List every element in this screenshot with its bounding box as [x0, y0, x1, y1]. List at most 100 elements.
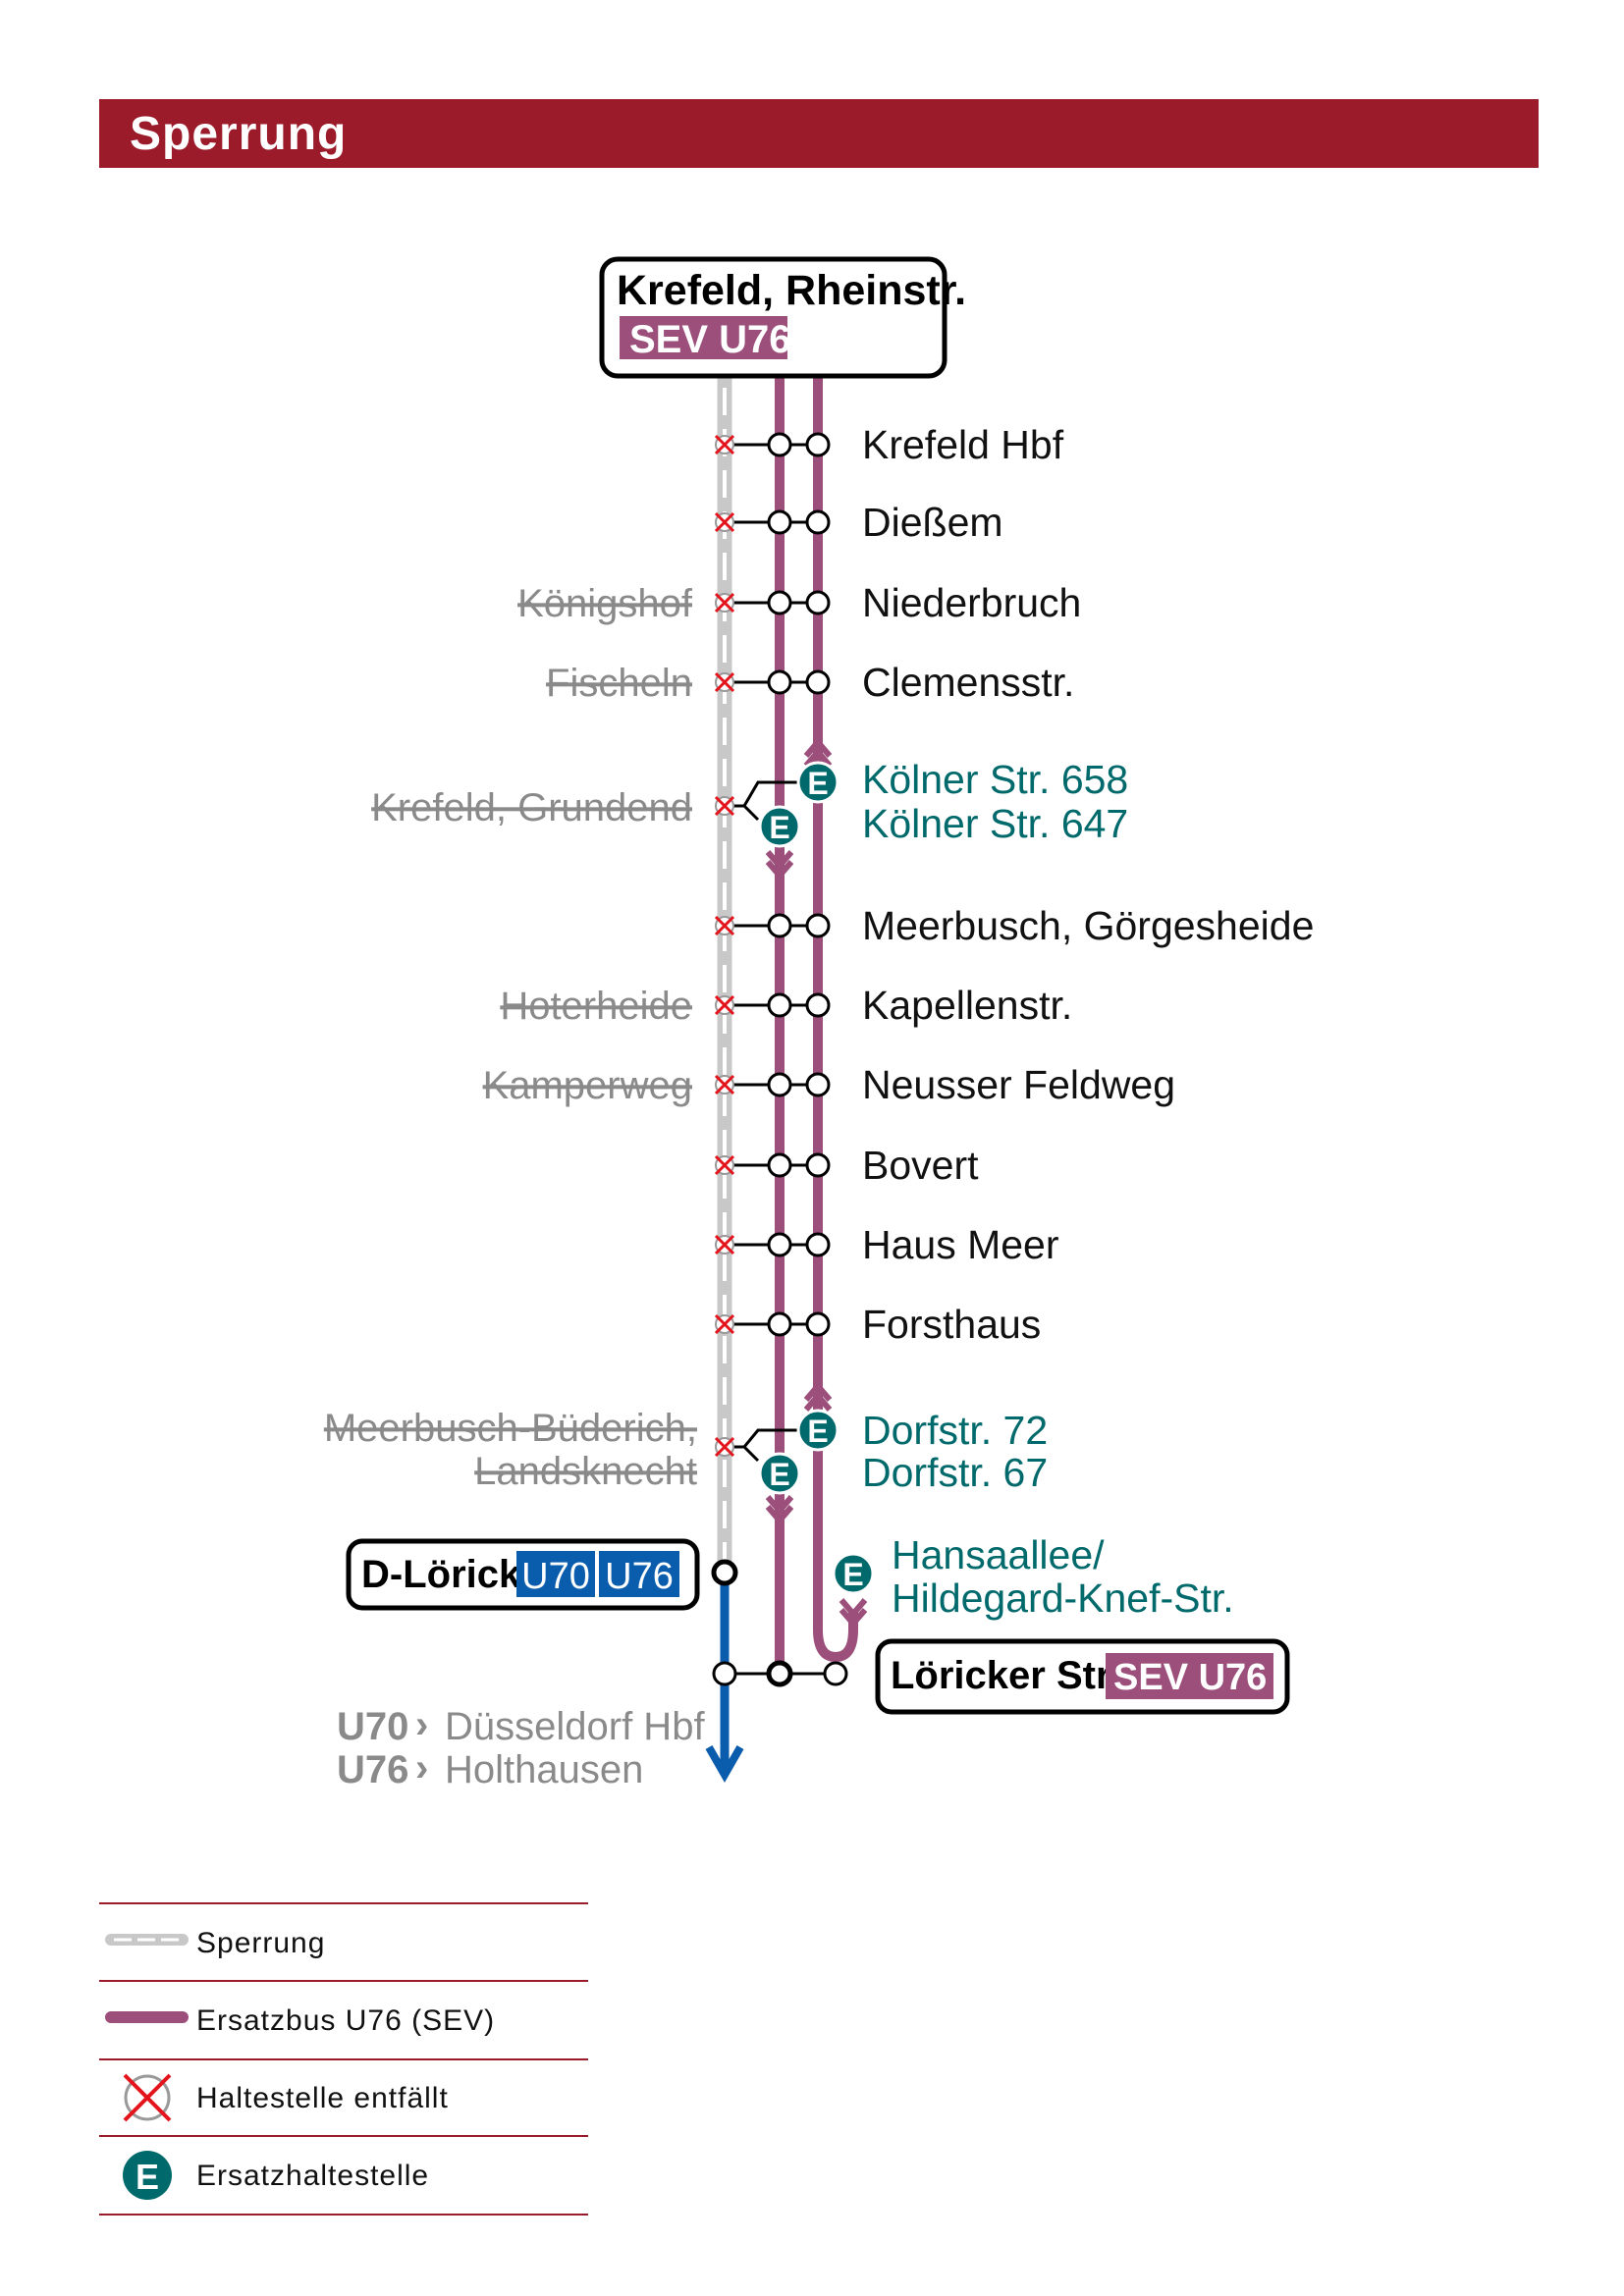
ersatz-badge: E	[769, 810, 789, 845]
stop-name: Neusser Feldweg	[862, 1062, 1175, 1107]
stop: Niederbruch Königshof	[517, 580, 1081, 625]
cancelled-stop-icon	[714, 915, 735, 936]
stop-name: Meerbusch, Görgesheide	[862, 903, 1314, 948]
ersatz-badge: E	[842, 1557, 863, 1592]
stop-circle	[805, 1232, 831, 1257]
stop-name: Niederbruch	[862, 580, 1081, 625]
stop-circle	[805, 992, 831, 1018]
stop: Bovert	[714, 1143, 979, 1188]
ersatz-stop-icon: E	[796, 1409, 839, 1452]
stop-name: Haus Meer	[862, 1222, 1059, 1267]
stop-circle	[805, 590, 831, 615]
ersatz-stop-name: Dorfstr. 72	[862, 1408, 1048, 1453]
ersatz-stop-icon: E	[758, 805, 801, 848]
stop: Krefeld Hbf	[714, 422, 1064, 467]
stop-name: Forsthaus	[862, 1302, 1041, 1347]
chevron-right-icon: ›	[415, 1746, 428, 1789]
station-name: Löricker Str.	[891, 1654, 1119, 1697]
legend-label: Ersatzbus U76 (SEV)	[196, 2004, 495, 2037]
ersatz-badge: E	[135, 2157, 159, 2197]
line-badge-u76: U76	[605, 1556, 674, 1597]
terminus-name: Krefeld, Rheinstr.	[617, 267, 966, 314]
stop-name: Dießem	[862, 500, 1003, 545]
dest-line: U76	[337, 1748, 408, 1791]
stop-circle	[767, 509, 792, 535]
ersatz-stop-icon: E	[123, 2151, 172, 2200]
stop: Meerbusch, Görgesheide	[714, 903, 1314, 948]
ersatz-badge: E	[807, 766, 828, 801]
station-name: D-Lörick	[361, 1553, 521, 1596]
cancelled-stop-name: Krefeld, Grundend	[371, 786, 692, 829]
cancelled-stop-name: Landsknecht	[474, 1450, 697, 1493]
cancelled-stop-icon	[714, 1074, 735, 1095]
header-title: Sperrung	[130, 108, 347, 160]
stop-circle	[767, 590, 792, 615]
chevron-down-icon	[765, 850, 794, 881]
cancelled-stop-icon	[714, 1154, 735, 1176]
d-lorick-station: D-Lörick U70 U76	[346, 1538, 738, 1611]
header-bar	[99, 99, 1539, 168]
sev-badge: SEV U76	[1113, 1657, 1267, 1698]
cancelled-stop-icon	[123, 2073, 172, 2122]
stop-name: Kapellenstr.	[862, 983, 1072, 1028]
cancelled-stop-name: Kamperweg	[483, 1064, 692, 1107]
legend: Sperrung Ersatzbus U76 (SEV) Haltestelle…	[99, 1902, 588, 2216]
stop-circle	[805, 1152, 831, 1178]
stop-circle	[767, 432, 792, 457]
stop: Clemensstr. Fischeln	[546, 660, 1074, 705]
stop-name: Clemensstr.	[862, 660, 1074, 705]
cancelled-stop-name: Königshof	[517, 582, 693, 625]
stop-circle	[767, 1232, 792, 1257]
ersatz-stop-name: Kölner Str. 658	[862, 757, 1128, 802]
stop-circle	[767, 1152, 792, 1178]
direction-chevrons	[765, 737, 868, 1629]
stop: Kapellenstr. Hoterheide	[500, 983, 1072, 1028]
cancelled-stop-name: Hoterheide	[500, 985, 692, 1028]
stop: Haus Meer	[714, 1222, 1059, 1267]
ersatz-stop-icon: E	[796, 761, 839, 804]
legend-label: Haltestelle entfällt	[196, 2082, 449, 2114]
ersatz-stop-name: Kölner Str. 647	[862, 801, 1128, 846]
cancelled-stop-icon	[714, 592, 735, 614]
legend-label: Ersatzhaltestelle	[196, 2160, 429, 2192]
ersatz-stop-icon: E	[758, 1452, 801, 1495]
legend-label: Sperrung	[196, 1927, 325, 1959]
stop-circle	[805, 1072, 831, 1097]
loricker-str-station: Löricker Str. SEV U76	[712, 1638, 1290, 1715]
cancelled-stop-name: Fischeln	[546, 662, 692, 705]
chevron-down-icon	[839, 1598, 868, 1629]
cancelled-stop-icon	[714, 511, 735, 533]
cancelled-stop-icon	[714, 795, 735, 817]
ersatz-stop-name: Hildegard-Knef-Str.	[892, 1575, 1234, 1621]
cancelled-stop-icon	[714, 671, 735, 693]
stop-circle	[805, 669, 831, 695]
stop: Dießem	[714, 500, 1003, 545]
terminus-krefeld-rheinstr: Krefeld, Rheinstr. SEV U76	[599, 256, 966, 379]
dest-line: U70	[337, 1705, 408, 1748]
stop-circle	[805, 509, 831, 535]
cancelled-stop-icon	[714, 1313, 735, 1335]
stop-circle	[767, 913, 792, 938]
stop: Neusser Feldweg Kamperweg	[483, 1062, 1175, 1107]
dest-name: Holthausen	[445, 1748, 643, 1791]
stop: Forsthaus	[714, 1302, 1041, 1347]
arrow-down-icon	[705, 1745, 744, 1784]
cancelled-stop-icon	[714, 994, 735, 1016]
replacement-connector: EE	[714, 761, 839, 848]
stop-circle	[805, 913, 831, 938]
cancelled-stop-icon	[714, 1436, 735, 1458]
stop-circle	[805, 1311, 831, 1337]
stop-circle	[767, 1311, 792, 1337]
replacement-group-grundend: Krefeld, Grundend Kölner Str. 658 Kölner…	[371, 757, 1128, 846]
stop-name: Krefeld Hbf	[862, 422, 1064, 467]
stop-circle	[767, 992, 792, 1018]
stop-circle	[767, 669, 792, 695]
cancelled-stop-icon	[714, 1234, 735, 1255]
stop-circle	[805, 432, 831, 457]
line-badge-u70: U70	[521, 1556, 590, 1597]
sev-badge: SEV U76	[629, 318, 791, 361]
hansaallee-stop: Hansaallee/ Hildegard-Knef-Str.	[892, 1532, 1234, 1621]
stop-circle	[767, 1072, 792, 1097]
